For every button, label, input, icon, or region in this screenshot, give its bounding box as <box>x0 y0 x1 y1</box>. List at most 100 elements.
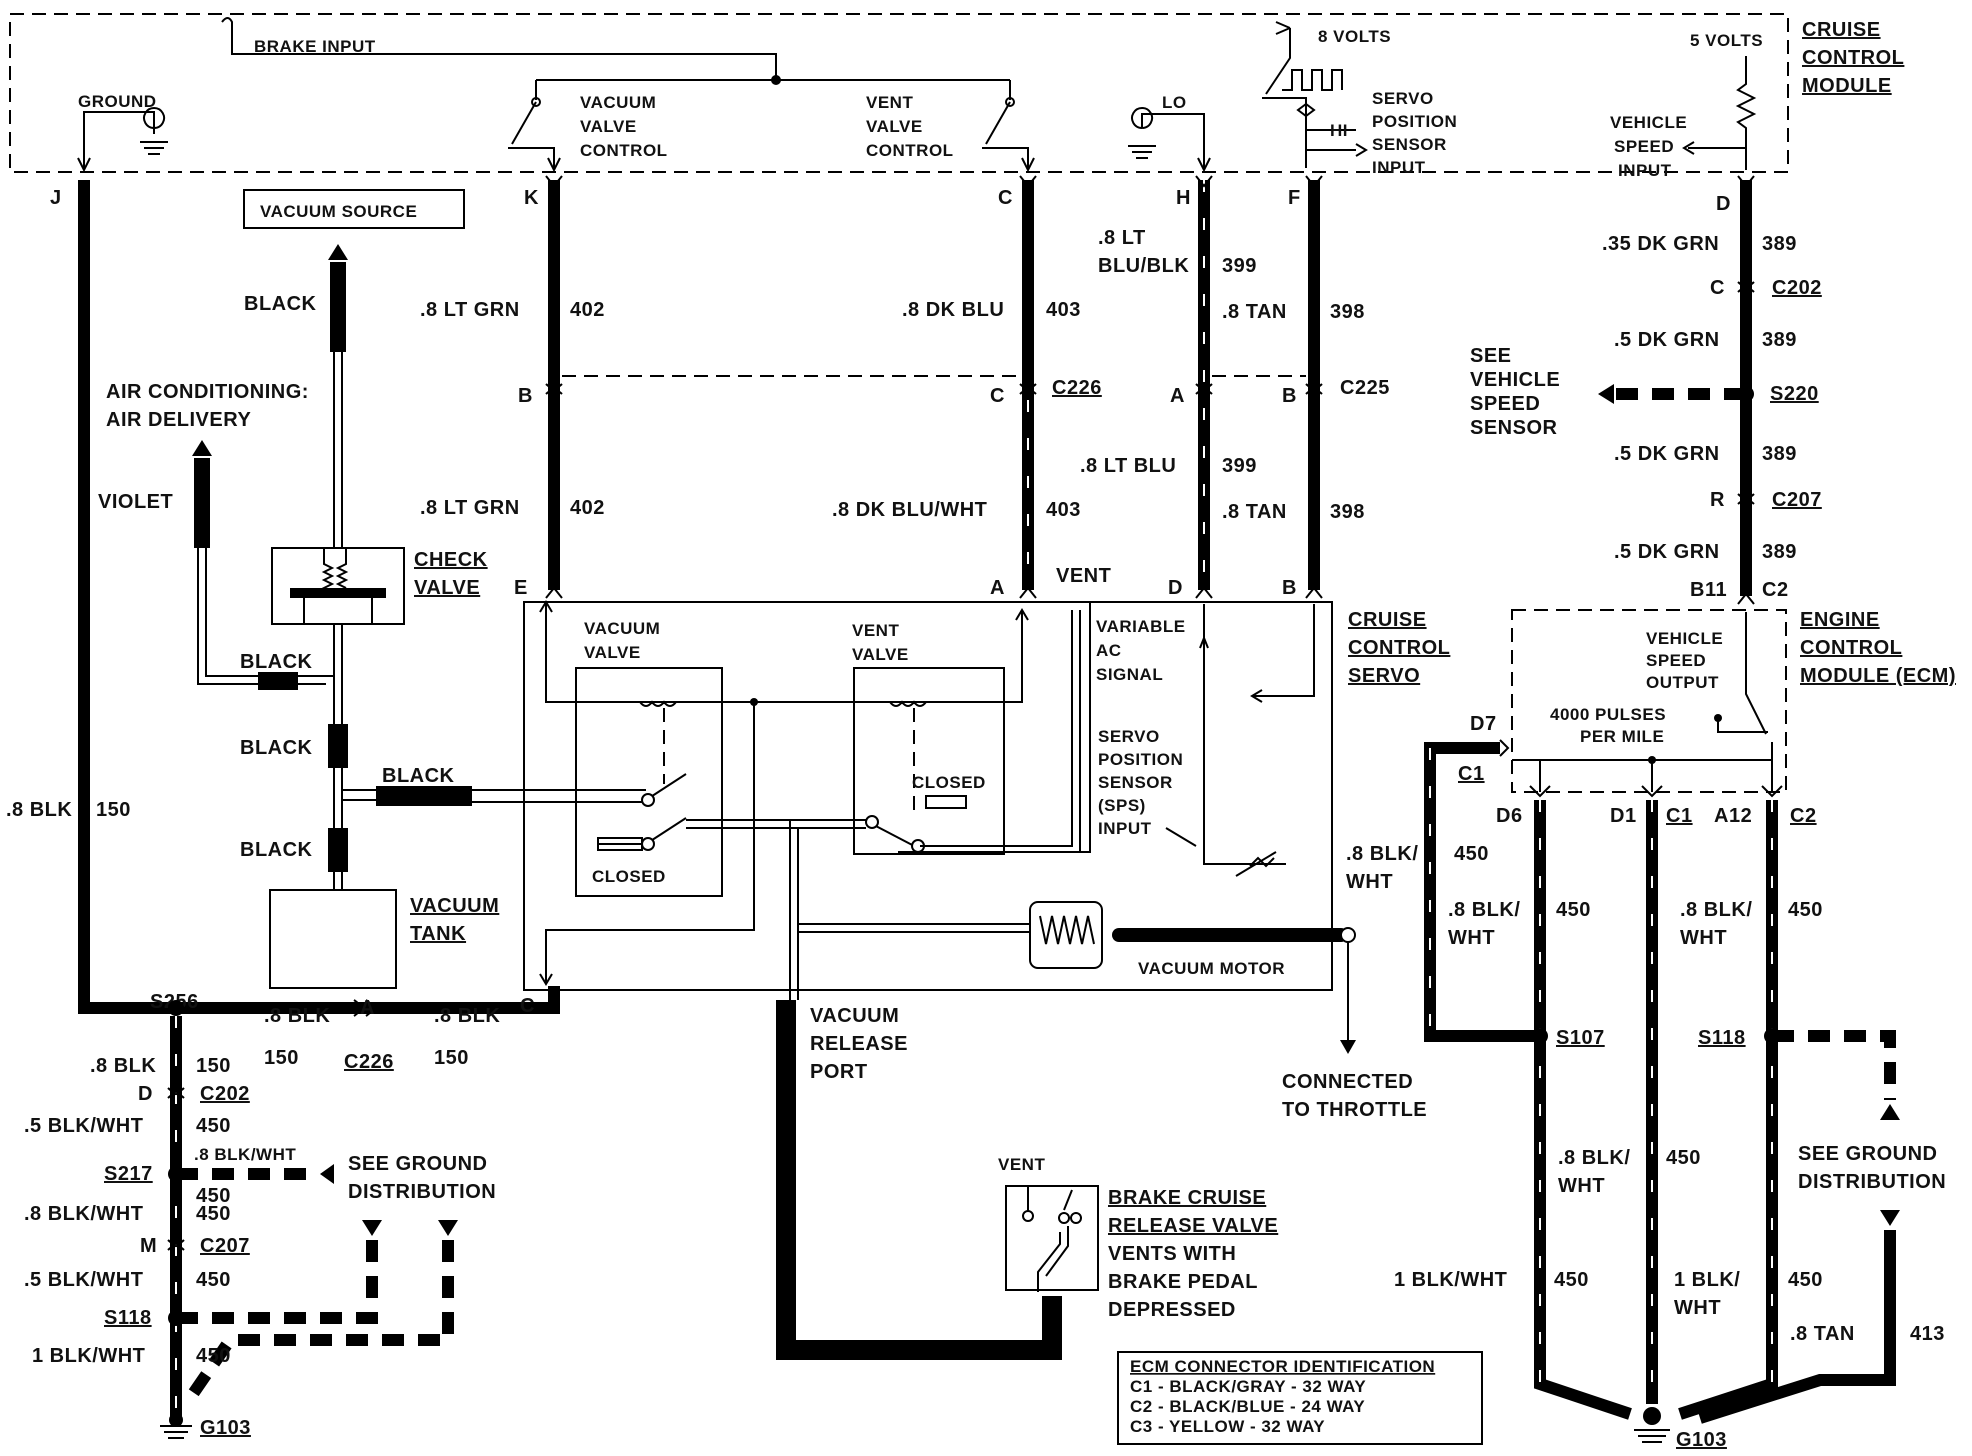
brake-release-label-3: VENTS WITH <box>1108 1243 1236 1265</box>
ecm-title-1: ENGINE <box>1800 609 1880 631</box>
switch-contact-icon <box>531 97 541 107</box>
arrow-down-icon <box>539 973 553 986</box>
terminal-icon <box>1019 175 1037 599</box>
brake-release-valve-box <box>1005 1185 1099 1291</box>
ground-symbol-icon <box>1131 107 1154 129</box>
sps-label-1: SERVO <box>1098 727 1160 746</box>
vvc-label-2: VALVE <box>580 117 637 136</box>
arrow-icon <box>547 157 561 173</box>
wire-413 <box>1698 1230 1896 1424</box>
sps-input-label-3: SENSOR <box>1372 135 1447 154</box>
circuit-450-d7: 450 <box>1454 843 1489 865</box>
switch-contact-icon <box>1005 97 1015 107</box>
violet-hose-line <box>197 548 258 685</box>
wire-label-d6-1: .8 BLK/ <box>1448 899 1520 921</box>
cruise-control-module: CRUISE CONTROL MODULE BRAKE INPUT GROUND… <box>9 13 1904 180</box>
see-vss-1: SEE <box>1470 345 1512 367</box>
valve-contact-icon <box>1022 1210 1034 1222</box>
ground-label: GROUND <box>78 92 157 111</box>
ground-icon <box>140 141 168 155</box>
arrow-down-icon <box>438 1220 458 1236</box>
wire-label-dkgrn-35: .35 DK GRN <box>1602 233 1719 255</box>
junction-dot <box>750 698 758 706</box>
junction-dot <box>1714 714 1722 722</box>
hose-label-black-5: BLACK <box>382 765 455 787</box>
servo-title-1: CRUISE <box>1348 609 1427 631</box>
see-ground-right-2: DISTRIBUTION <box>1798 1171 1946 1193</box>
ccm-title-1: CRUISE <box>1802 19 1881 41</box>
sps-input-label-1: SERVO <box>1372 89 1434 108</box>
pulses-label-1: 4000 PULSES <box>1550 705 1666 724</box>
wire-label-ltblublk-2: BLU/BLK <box>1098 255 1189 277</box>
wire-label-ltgrn-1: .8 LT GRN <box>420 299 520 321</box>
vac-signal-label-1: VARIABLE <box>1096 617 1186 636</box>
pin-d6: D6 <box>1496 805 1523 827</box>
wire-label-s107-2: WHT <box>1558 1175 1605 1197</box>
ac-delivery-label-2: AIR DELIVERY <box>106 409 251 431</box>
ground-circuit-150: .8 BLK 150 S256 .8 BLK A .8 BLK C 150 C2… <box>6 180 560 1439</box>
ecm-title-2: CONTROL <box>1800 637 1902 659</box>
connector-c225: C225 <box>1340 377 1390 399</box>
circuit-450-s107: 450 <box>1666 1147 1701 1169</box>
circuit-399-1: 399 <box>1222 255 1257 277</box>
circuit-450-a12: 450 <box>1788 899 1823 921</box>
servo-housing <box>523 601 1333 991</box>
pin-d: D <box>1716 193 1731 215</box>
connector-c226-top: C226 <box>1052 377 1102 399</box>
arrow-left-icon <box>320 1164 334 1184</box>
legend-line-2: C2 - BLACK/BLUE - 24 WAY <box>1130 1397 1365 1416</box>
pin-k: K <box>524 187 539 209</box>
vehicle-speed-circuit: .35 DK GRN 389 C C202 .5 DK GRN 389 S220… <box>1470 175 1821 605</box>
wire-450-a12 <box>1678 800 1778 1420</box>
terminal-icon <box>1737 175 1755 605</box>
closed-port-icon <box>925 795 967 809</box>
ground-g103-left: G103 <box>200 1417 251 1439</box>
pin-f: F <box>1288 187 1301 209</box>
pin-d1: D1 <box>1610 805 1637 827</box>
wire-label-tan-1: .8 TAN <box>1222 301 1287 323</box>
wire-label-dkgrn-5b: .5 DK GRN <box>1614 443 1720 465</box>
see-ground-left-2: DISTRIBUTION <box>348 1181 496 1203</box>
release-port-hose <box>776 1000 1062 1360</box>
pin-c-servo: C <box>520 995 535 1017</box>
wire-label-d6-low: 1 BLK/WHT <box>1394 1269 1507 1291</box>
valve-contact-icon <box>1070 1212 1082 1224</box>
ccm-title-3: MODULE <box>1802 75 1892 97</box>
black-hose-mid <box>328 724 348 768</box>
release-port-label-2: RELEASE <box>810 1033 908 1055</box>
check-valve-plate <box>290 588 386 598</box>
servo-title-2: CONTROL <box>1348 637 1450 659</box>
splice-s220: S220 <box>1770 383 1819 405</box>
vacuum-valve-closed: CLOSED <box>592 867 666 886</box>
wire-label-d7-2: WHT <box>1346 871 1393 893</box>
see-vss-2: VEHICLE <box>1470 369 1560 391</box>
arrow-icon <box>1682 141 1695 155</box>
circuit-150: 150 <box>96 799 131 821</box>
vent-valve-label-2: VALVE <box>852 645 909 664</box>
hose-line <box>333 768 343 828</box>
valve-contact-icon <box>1058 1212 1070 1224</box>
wire-450-d7 <box>1424 742 1540 1042</box>
connector-c202-left: C202 <box>200 1083 250 1105</box>
vacuum-valve-switch <box>508 101 555 170</box>
ecm-box <box>1511 609 1787 793</box>
brake-release-label-2: RELEASE VALVE <box>1108 1215 1278 1237</box>
see-vss-4: SENSOR <box>1470 417 1558 439</box>
circuit-450-a12-low: 450 <box>1788 1269 1823 1291</box>
hose-to-vacuum-valve <box>472 789 646 803</box>
terminal-icon <box>1195 175 1213 599</box>
vvc-label-1: VACUUM <box>580 93 656 112</box>
see-ground-left-1: SEE GROUND <box>348 1153 487 1175</box>
ac-delivery-label-1: AIR CONDITIONING: <box>106 381 309 403</box>
vacuum-valve-label-1: VACUUM <box>584 619 660 638</box>
circuit-450-c: 450 <box>196 1203 231 1225</box>
spring-icon <box>321 548 349 593</box>
wire-label-d7-1: .8 BLK/ <box>1346 843 1418 865</box>
connector-icon <box>545 383 563 395</box>
connector-c207-icon <box>167 1239 185 1251</box>
see-ground-right-1: SEE GROUND <box>1798 1143 1937 1165</box>
connector-icon <box>1737 281 1755 293</box>
brake-input-label: BRAKE INPUT <box>254 37 376 56</box>
coil-icon <box>889 700 927 707</box>
pin-a12: A12 <box>1714 805 1752 827</box>
